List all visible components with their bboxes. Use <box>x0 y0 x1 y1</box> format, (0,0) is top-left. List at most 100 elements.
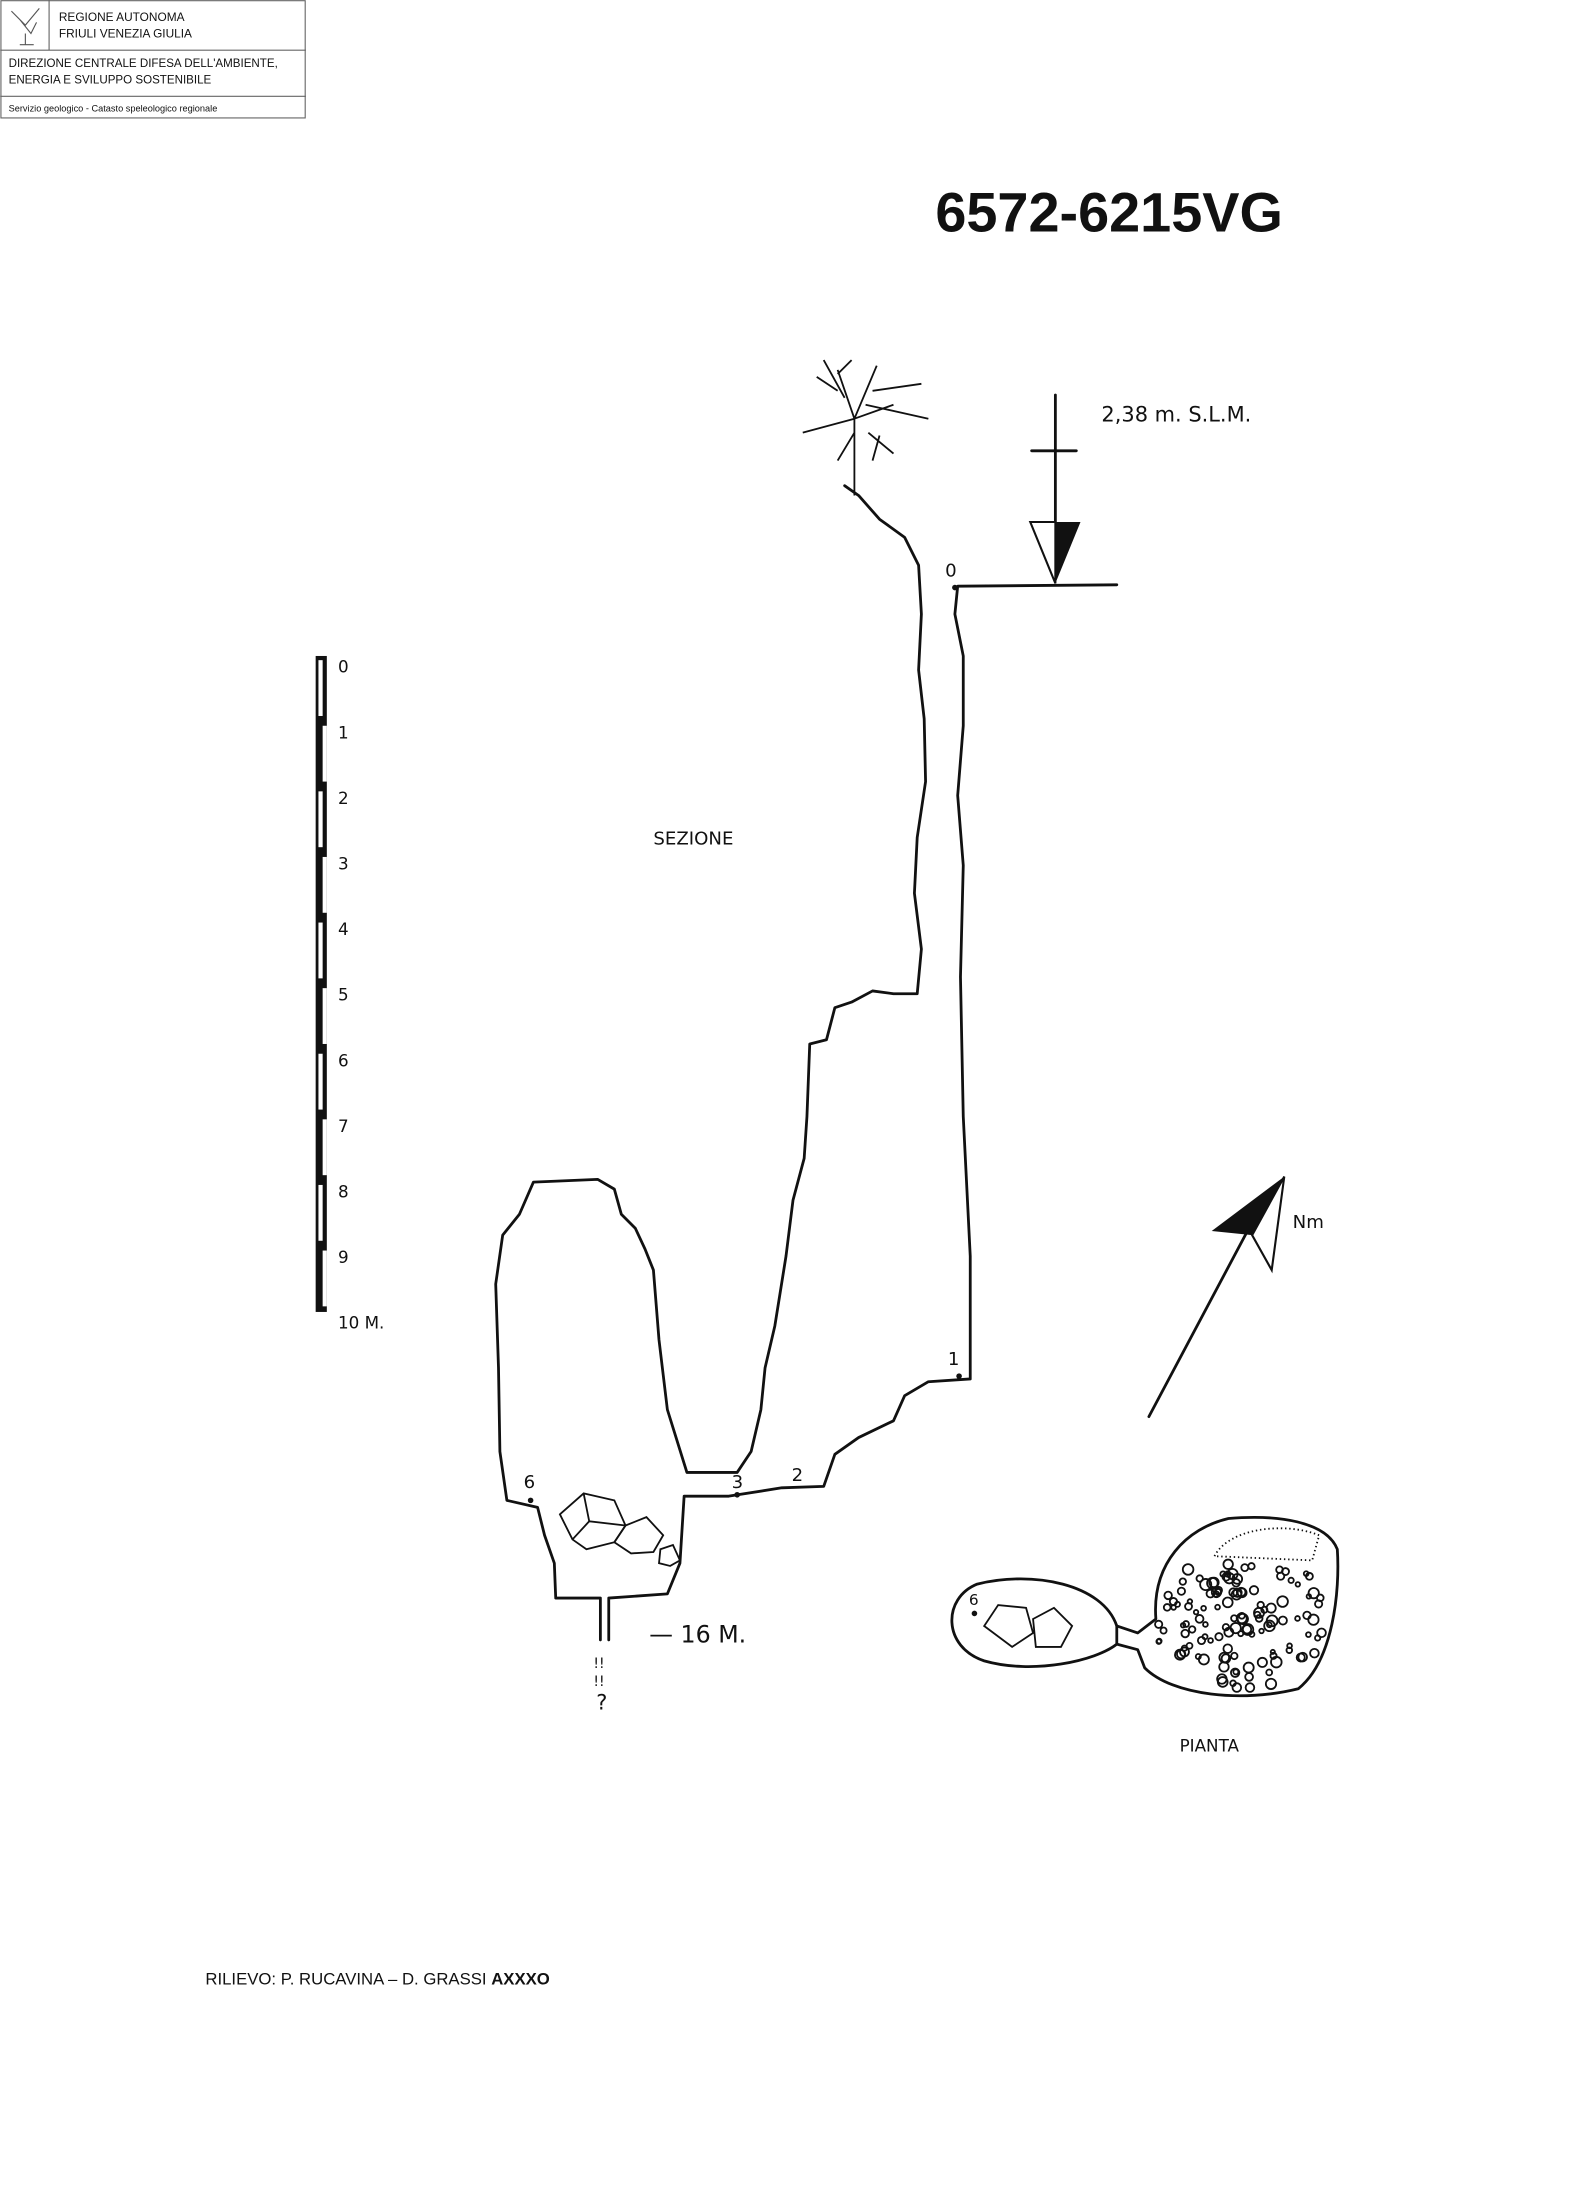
rubble-mark <box>1277 1615 1288 1626</box>
rubble-mark <box>1170 1604 1177 1611</box>
rubble-mark <box>1194 1614 1205 1624</box>
rubble-mark <box>1180 1628 1190 1639</box>
north-arrow-icon <box>1147 1176 1286 1419</box>
entrance-arrow-icon <box>1028 393 1081 584</box>
rubble-mark <box>1232 1668 1240 1676</box>
rubble-mark <box>1265 1602 1277 1614</box>
rubble-mark <box>1214 1632 1224 1642</box>
rubble-mark <box>1159 1626 1168 1635</box>
rubble-mark <box>1307 1613 1320 1626</box>
rubble-mark <box>1304 1571 1314 1581</box>
scale-segment <box>322 1119 327 1176</box>
rubble-mark <box>1309 1647 1320 1659</box>
rubble-mark <box>1197 1653 1210 1666</box>
rubble-mark <box>1287 1576 1295 1584</box>
org-line2: FRIULI VENEZIA GIULIA <box>59 27 192 41</box>
rubble-mark <box>1226 1567 1239 1581</box>
svg-text:1: 1 <box>948 1349 960 1370</box>
rubble-mark <box>1199 1578 1213 1592</box>
rubble-mark <box>1176 1649 1187 1660</box>
scale-label: 1 <box>338 722 349 742</box>
rubble-mark <box>1182 1620 1190 1628</box>
rubble-mark <box>1295 1652 1306 1663</box>
rubble-mark <box>1265 1668 1274 1677</box>
rubble-mark <box>1202 1621 1209 1628</box>
rubble-mark <box>1214 1603 1221 1611</box>
rubble-mark <box>1240 1563 1250 1573</box>
svg-text:2: 2 <box>792 1465 804 1486</box>
rubble-mark <box>1294 1615 1301 1622</box>
scale-label: 10 M. <box>338 1313 384 1333</box>
rubble-mark <box>1307 1587 1320 1600</box>
rubble-mark <box>1276 1595 1289 1608</box>
rubble-mark <box>1195 1574 1204 1583</box>
rubble-mark <box>1221 1596 1234 1609</box>
unknown-depth-mark: ? <box>596 1691 607 1715</box>
rubble-mark <box>1264 1677 1278 1690</box>
north-label: Nm <box>1293 1212 1324 1233</box>
rubble-mark <box>1185 1641 1194 1650</box>
rubble-mark <box>1231 1578 1241 1588</box>
rubble-mark <box>1285 1646 1293 1654</box>
scale-label: 2 <box>338 788 349 808</box>
scale-segment <box>322 1250 327 1307</box>
rubble-mark <box>1206 1576 1219 1590</box>
rubble-mark <box>1281 1567 1290 1576</box>
scale-label: 0 <box>338 657 349 677</box>
svg-text:6: 6 <box>524 1472 536 1493</box>
rubble-mark <box>1178 1577 1187 1586</box>
scale-segment <box>322 856 327 913</box>
rubble-mark <box>1162 1603 1172 1612</box>
cave-id-title: 6572-6215VG <box>935 181 1283 244</box>
rubble-mark <box>1192 1609 1200 1616</box>
svg-text:0: 0 <box>945 560 957 581</box>
scale-segment <box>318 1053 323 1110</box>
scale-label: 3 <box>338 854 349 874</box>
rubble-mark <box>1188 1625 1197 1634</box>
scale-label: 9 <box>338 1247 349 1267</box>
scale-segment <box>318 791 323 848</box>
rubble-mark <box>1181 1563 1195 1576</box>
rubble-mark <box>1216 1673 1228 1685</box>
rubble-mark <box>1269 1648 1276 1655</box>
rubble-mark <box>1200 1604 1207 1612</box>
rubble-mark <box>1247 1562 1256 1571</box>
dept-line1: DIREZIONE CENTRALE DIFESA DELL'AMBIENTE, <box>9 58 278 70</box>
rubble-mark <box>1176 1586 1186 1596</box>
rubble-mark <box>1276 1571 1286 1581</box>
depth-label: — 16 M. <box>649 1621 746 1649</box>
rubble-mark <box>1218 1661 1230 1673</box>
eagle-logo-icon <box>11 8 40 46</box>
rubble-mark <box>1196 1635 1207 1646</box>
rubble-mark <box>1163 1590 1173 1601</box>
scale-label: 4 <box>338 919 349 939</box>
rubble-mark <box>1256 1656 1268 1668</box>
svg-text:3: 3 <box>732 1472 744 1493</box>
survey-credits: RILIEVO: P. RUCAVINA – D. GRASSI AXXXO <box>205 1970 549 1989</box>
tree-icon <box>802 359 929 496</box>
scale-segment <box>318 922 323 979</box>
rubble-mark <box>1241 1623 1255 1636</box>
org-line1: REGIONE AUTONOMA <box>59 10 185 24</box>
rubble-mark <box>1230 1651 1239 1661</box>
svg-text:!!: !! <box>593 1674 604 1690</box>
rubble-mark <box>1248 1585 1260 1596</box>
rubble-mark <box>1207 1637 1214 1644</box>
rubble-mark <box>1154 1619 1164 1629</box>
rubble-mark <box>1254 1614 1264 1623</box>
rubble-mark <box>1316 1593 1325 1603</box>
dept-line2: ENERGIA E SVILUPPO SOSTENIBILE <box>9 75 212 87</box>
rubble-mark <box>1155 1637 1163 1645</box>
rubble-mark <box>1229 1621 1242 1635</box>
scale-label: 7 <box>338 1116 349 1136</box>
rubble-mark <box>1174 1600 1181 1608</box>
cave-section-profile: !! !! ? <box>494 484 1119 1715</box>
pit-continuation-marks: !! <box>593 1656 604 1672</box>
rubble-mark <box>1244 1682 1256 1693</box>
rubble-mark <box>1205 1588 1216 1599</box>
scale-bar <box>315 655 327 1312</box>
station-labels: 0 1 2 3 6 <box>524 560 962 1504</box>
scale-segment <box>318 660 323 716</box>
cave-plan: 6 <box>950 1515 1340 1698</box>
